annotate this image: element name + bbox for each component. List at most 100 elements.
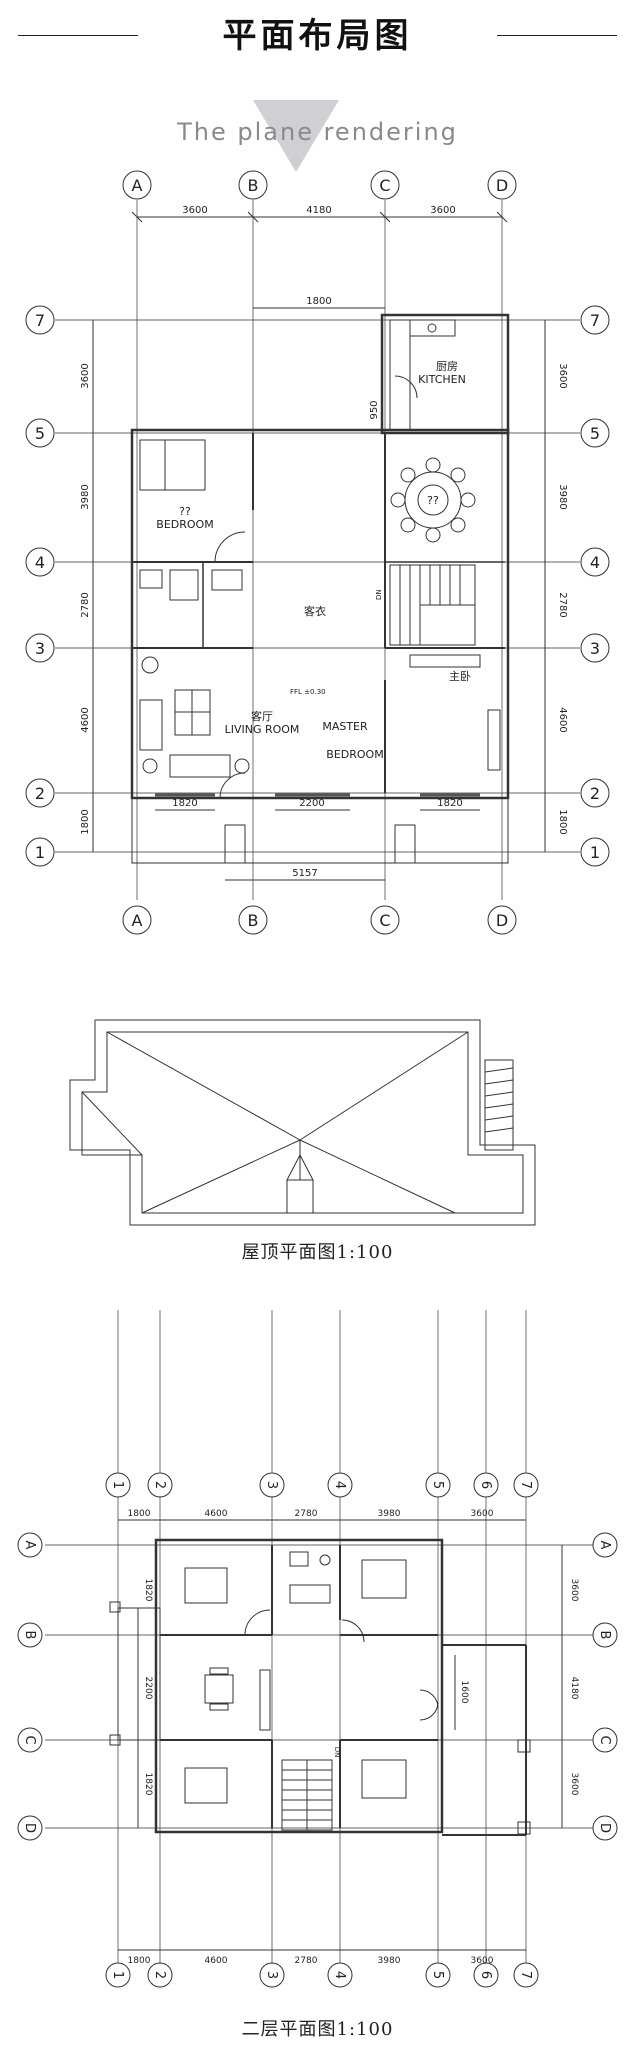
axis2-label-7-bottom: 7 bbox=[518, 1971, 533, 1979]
floor-level-mark: FFL ±0.30 bbox=[290, 688, 326, 696]
dim-left-3980: 3980 bbox=[80, 484, 91, 509]
header-rule-left bbox=[18, 35, 138, 36]
dim-inner-2200: 2200 bbox=[299, 798, 324, 809]
dim2-left-1820-b: 1820 bbox=[143, 1773, 153, 1796]
axis-label-d-top: D bbox=[496, 176, 508, 195]
axis-label-3-left: 3 bbox=[35, 639, 45, 658]
axis2-label-a-right: A bbox=[597, 1541, 612, 1550]
dim2-top-3980: 3980 bbox=[378, 1509, 401, 1519]
axis-label-5-right: 5 bbox=[590, 424, 600, 443]
axis-label-c-top: C bbox=[379, 176, 390, 195]
axis2-label-5-bottom: 5 bbox=[430, 1971, 445, 1979]
axis-label-4-right: 4 bbox=[590, 553, 600, 572]
second-floor-caption: 二层平面图1:100 bbox=[241, 2019, 394, 2040]
dim-top-ab: 3600 bbox=[182, 205, 207, 216]
axis-label-b-top: B bbox=[248, 176, 259, 195]
dim-inner-1820-left: 1820 bbox=[172, 798, 197, 809]
axis-label-b-bottom: B bbox=[248, 911, 259, 930]
axis-label-d-bottom: D bbox=[496, 911, 508, 930]
dim2-bottom-3980: 3980 bbox=[378, 1956, 401, 1966]
dim2-top-3600: 3600 bbox=[471, 1509, 494, 1519]
axis2-label-7-top: 7 bbox=[518, 1481, 533, 1489]
dim2-right-3600-b: 3600 bbox=[569, 1773, 579, 1796]
dim-inner-5157: 5157 bbox=[292, 868, 317, 879]
dim-left-1800: 1800 bbox=[80, 809, 91, 834]
axis2-label-b-left: B bbox=[22, 1631, 37, 1640]
second-floor-plan: 1 2 3 4 5 6 7 1 2 3 4 5 6 7 A B C D A B … bbox=[17, 1310, 618, 1988]
ground-floor-plan: A B C D A B C D 7 5 4 3 2 1 7 5 4 3 2 1 … bbox=[25, 170, 610, 935]
axis2-label-3-top: 3 bbox=[264, 1481, 279, 1489]
dim-inner-1820-right: 1820 bbox=[437, 798, 462, 809]
axis2-label-c-left: C bbox=[22, 1735, 37, 1744]
axis2-label-a-left: A bbox=[22, 1541, 37, 1550]
room-dining-cn: ?? bbox=[427, 494, 439, 507]
header-rule-right bbox=[497, 35, 617, 36]
roof-plan bbox=[69, 1019, 536, 1226]
axis-label-a-bottom: A bbox=[132, 911, 143, 930]
room-kitchen-cn: 厨房 bbox=[436, 360, 458, 373]
axis-label-2-right: 2 bbox=[590, 784, 600, 803]
room-bedroom-cn: ?? bbox=[179, 505, 191, 518]
dim2-bottom-2780: 2780 bbox=[295, 1956, 318, 1966]
dim-top-cd: 3600 bbox=[430, 205, 455, 216]
axis2-label-1-top: 1 bbox=[110, 1481, 125, 1489]
dim-right-3600: 3600 bbox=[557, 363, 568, 388]
room-master-cn: 主卧 bbox=[449, 670, 471, 683]
dim-left-3600: 3600 bbox=[80, 363, 91, 388]
axis-label-5-left: 5 bbox=[35, 424, 45, 443]
room-master-en1: MASTER bbox=[322, 720, 368, 733]
room-master-en2: BEDROOM bbox=[326, 748, 383, 761]
dim2-bottom-4600: 4600 bbox=[205, 1956, 228, 1966]
dim2-bottom-1800: 1800 bbox=[128, 1956, 151, 1966]
axis2-label-d-left: D bbox=[22, 1823, 37, 1833]
axis-label-4-left: 4 bbox=[35, 553, 45, 572]
axis2-label-5-top: 5 bbox=[430, 1481, 445, 1489]
axis2-label-c-right: C bbox=[597, 1735, 612, 1744]
dim2-inner-1600: 1600 bbox=[459, 1681, 469, 1704]
axis2-label-2-bottom: 2 bbox=[152, 1971, 167, 1979]
axis2-label-4-top: 4 bbox=[332, 1481, 347, 1489]
page-title: 平面布局图 bbox=[222, 16, 413, 56]
axis2-label-1-bottom: 1 bbox=[110, 1971, 125, 1979]
dim-left-2780: 2780 bbox=[80, 592, 91, 617]
axis2-label-d-right: D bbox=[597, 1823, 612, 1833]
dim-right-3980: 3980 bbox=[557, 484, 568, 509]
axis-label-7-left: 7 bbox=[35, 311, 45, 330]
axis2-label-6-bottom: 6 bbox=[478, 1971, 493, 1979]
dim-right-1800: 1800 bbox=[557, 809, 568, 834]
dim-right-4600: 4600 bbox=[557, 707, 568, 732]
axis2-label-b-right: B bbox=[597, 1631, 612, 1640]
dim-top-bc: 4180 bbox=[306, 205, 331, 216]
room-living-cn: 客厅 bbox=[251, 709, 273, 723]
dim-inner-1800: 1800 bbox=[306, 296, 331, 307]
dim2-right-3600-a: 3600 bbox=[569, 1579, 579, 1602]
axis-label-3-right: 3 bbox=[590, 639, 600, 658]
stair-dn-label: DN bbox=[375, 589, 383, 600]
axis-label-1-left: 1 bbox=[35, 843, 45, 862]
dim2-left-2200: 2200 bbox=[143, 1677, 153, 1700]
dim2-top-1800: 1800 bbox=[128, 1509, 151, 1519]
axis2-label-6-top: 6 bbox=[478, 1481, 493, 1489]
axis2-label-4-bottom: 4 bbox=[332, 1971, 347, 1979]
triangle-ornament bbox=[253, 100, 339, 172]
axis2-label-2-top: 2 bbox=[152, 1481, 167, 1489]
axis-label-a-top: A bbox=[132, 176, 143, 195]
axis-label-c-bottom: C bbox=[379, 911, 390, 930]
page-subtitle: The plane rendering bbox=[177, 118, 458, 146]
room-living-en: LIVING ROOM bbox=[225, 723, 300, 736]
axis2-label-3-bottom: 3 bbox=[264, 1971, 279, 1979]
room-kitchen-en: KITCHEN bbox=[418, 373, 466, 386]
room-hall-cn: 客衣 bbox=[304, 604, 326, 618]
room-bedroom-en: BEDROOM bbox=[156, 518, 213, 531]
axis-label-7-right: 7 bbox=[590, 311, 600, 330]
dim2-bottom-3600: 3600 bbox=[471, 1956, 494, 1966]
axis-label-1-right: 1 bbox=[590, 843, 600, 862]
dim2-left-1820-a: 1820 bbox=[143, 1579, 153, 1602]
stair2-dn-label: DN bbox=[333, 1747, 341, 1758]
dim-inner-950: 950 bbox=[369, 400, 380, 419]
axis-label-2-left: 2 bbox=[35, 784, 45, 803]
dim2-right-4180: 4180 bbox=[569, 1677, 579, 1700]
dim2-top-2780: 2780 bbox=[295, 1509, 318, 1519]
dim-left-4600: 4600 bbox=[80, 707, 91, 732]
roof-plan-caption: 屋顶平面图1:100 bbox=[241, 1242, 394, 1263]
